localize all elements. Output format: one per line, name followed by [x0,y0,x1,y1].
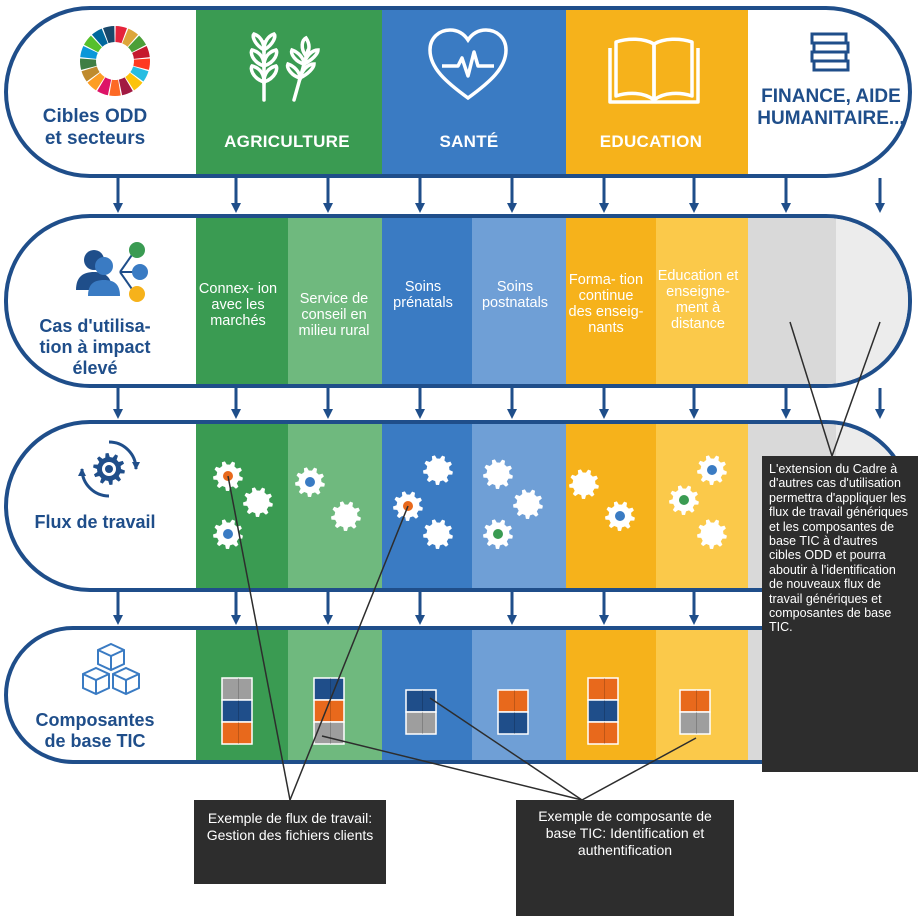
row2-label-line3: élevé [72,358,118,378]
workflow-gear-8 [483,459,513,489]
row2-label-line2: tion à impact [39,337,151,357]
col-formation [566,218,656,384]
callout-workflow: Exemple de flux de travail: Gestion des … [194,800,386,884]
usecase-postnatal: Soins postnatals [481,279,549,311]
row1-label: Cibles ODD et secteurs [0,106,190,150]
col-postnatal [472,218,566,384]
workflow-gear-14 [669,485,699,515]
block-6-1 [679,711,711,735]
sector-agriculture-label: AGRICULTURE [224,132,350,151]
callout-line-7 [831,321,881,457]
usecase-formation: Forma- tion continue des enseig- nants [568,272,644,336]
workflow-gear-15 [697,519,727,549]
workflow-gear-icon [78,440,140,498]
sector-finance-label: FINANCE, AIDE HUMANITAIRE... [744,86,918,130]
sector-sante-label: SANTÉ [439,132,499,151]
wheat-icon [249,32,320,102]
workflow-gear-9 [513,489,543,519]
usecase-distance: Education et enseigne- ment à distance [657,268,739,332]
row2-label-line1: Cas d'utilisa- [39,316,151,336]
cubes-icon [82,642,140,696]
usecase-connexion: Connex- ion avec les marchés [198,281,278,329]
callout-extension: L'extension du Cadre à d'autres cas d'ut… [762,456,918,772]
block-1-0 [221,677,253,701]
band-use-cases [4,214,912,388]
workflow-gear-4 [331,501,361,531]
col-service [288,218,382,384]
callout-line-1 [227,475,291,801]
callout-line-5 [581,737,697,801]
col-wf-5 [566,424,656,588]
callout-line-6 [789,321,833,457]
col-grey-1 [748,218,836,384]
col-education [566,10,748,174]
row3-label: Flux de travail [34,512,156,532]
workflow-gear-12 [605,501,635,531]
sector-finance-line2: HUMANITAIRE... [757,108,905,129]
workflow-gear-1 [243,487,273,517]
col-distance [656,218,748,384]
block-4-1 [497,711,529,735]
col-connexion [196,218,288,384]
callout-line-3 [321,735,583,801]
workflow-gear-2 [213,519,243,549]
block-1-2 [221,721,253,745]
callout-line-4 [429,697,583,801]
workflow-gear-3 [295,467,325,497]
sdg-wheel-icon [79,26,151,97]
workflow-gear-7 [423,519,453,549]
money-stack-icon [810,32,850,72]
callout-component: Exemple de composante de base TIC: Ident… [516,800,734,916]
block-5-2 [587,721,619,745]
col-wf-2 [288,424,382,588]
block-3-1 [405,711,437,735]
row2-label: Cas d'utilisa- tion à impact élevé [0,316,190,379]
workflow-gear-10 [483,519,513,549]
row4-label-line1: Composantes [35,710,155,730]
col-wf-6 [656,424,748,588]
workflow-gear-11 [569,469,599,499]
block-6-0 [679,689,711,713]
book-icon [608,37,700,104]
row1-label-line1: Cibles ODD [42,106,148,127]
callout-line-2 [289,505,409,801]
usecase-prenatal: Soins prénatals [393,279,453,311]
workflow-gear-13 [697,455,727,485]
row4-label-line2: de base TIC [44,731,146,751]
col-grey-2 [836,218,908,384]
usecase-service: Service de conseil en milieu rural [298,291,370,339]
sector-education-label: EDUCATION [599,132,703,151]
row4-label: Composantes de base TIC [0,710,190,752]
col-wf-1 [196,424,288,588]
row1-label-line2: et secteurs [44,128,146,149]
block-2-2 [313,721,345,745]
workflow-gear-6 [423,455,453,485]
col-agriculture [196,10,382,174]
users-network-icon [76,242,148,302]
sector-finance-line1: FINANCE, AIDE [761,86,901,107]
col-prenatal [382,218,472,384]
heartbeat-icon [428,28,508,101]
